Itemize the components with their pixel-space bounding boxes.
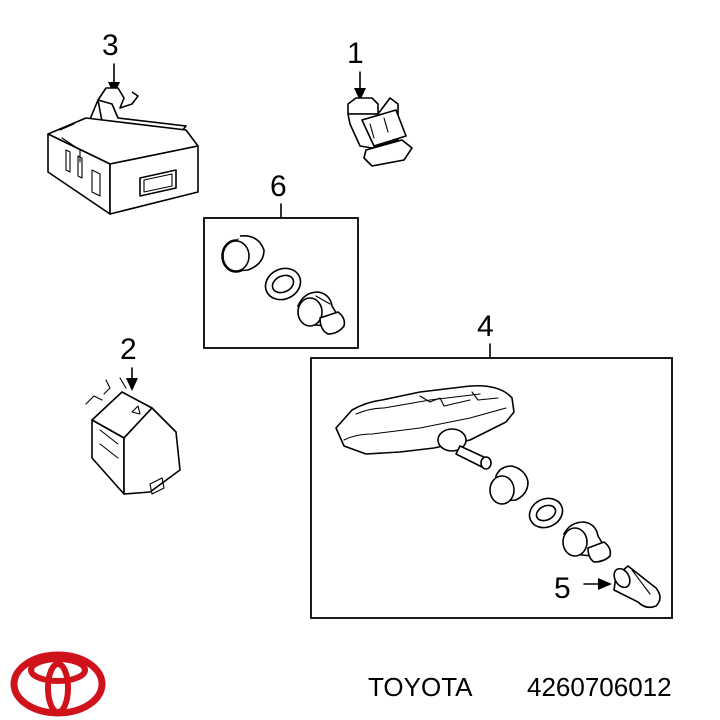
callout-1: 1 (347, 37, 364, 70)
sensor-nut (562, 521, 612, 563)
callout-5-arrow (583, 578, 612, 590)
part-3-control-module: 3 (47, 29, 199, 215)
callout-6: 6 (270, 170, 287, 203)
part-6-valve-kit: 6 (203, 170, 359, 349)
washer (264, 267, 302, 301)
nut (297, 291, 346, 335)
valve-stem (437, 428, 492, 470)
sensor-grommet (489, 465, 529, 505)
part-2-receiver: 2 (85, 333, 181, 495)
part-5-valve-cap: 5 (554, 565, 661, 609)
callout-2: 2 (120, 333, 137, 366)
callout-3: 3 (102, 29, 119, 62)
brand-name: TOYOTA (368, 672, 473, 702)
callout-2-arrow (126, 367, 138, 391)
part-4-tpms-sensor: 4 (310, 310, 673, 619)
sensor-washer (528, 497, 564, 529)
grommet (221, 234, 265, 273)
toyota-logo-icon (10, 651, 106, 717)
part-1-sensor: 1 (347, 37, 413, 167)
part-6-frame (203, 217, 359, 349)
part-4-frame (310, 357, 673, 619)
callout-1-arrow (354, 71, 366, 101)
callout-5: 5 (554, 572, 571, 605)
sensor-body (335, 384, 515, 455)
part-number: 4260706012 (527, 672, 672, 702)
callout-4: 4 (477, 310, 494, 343)
